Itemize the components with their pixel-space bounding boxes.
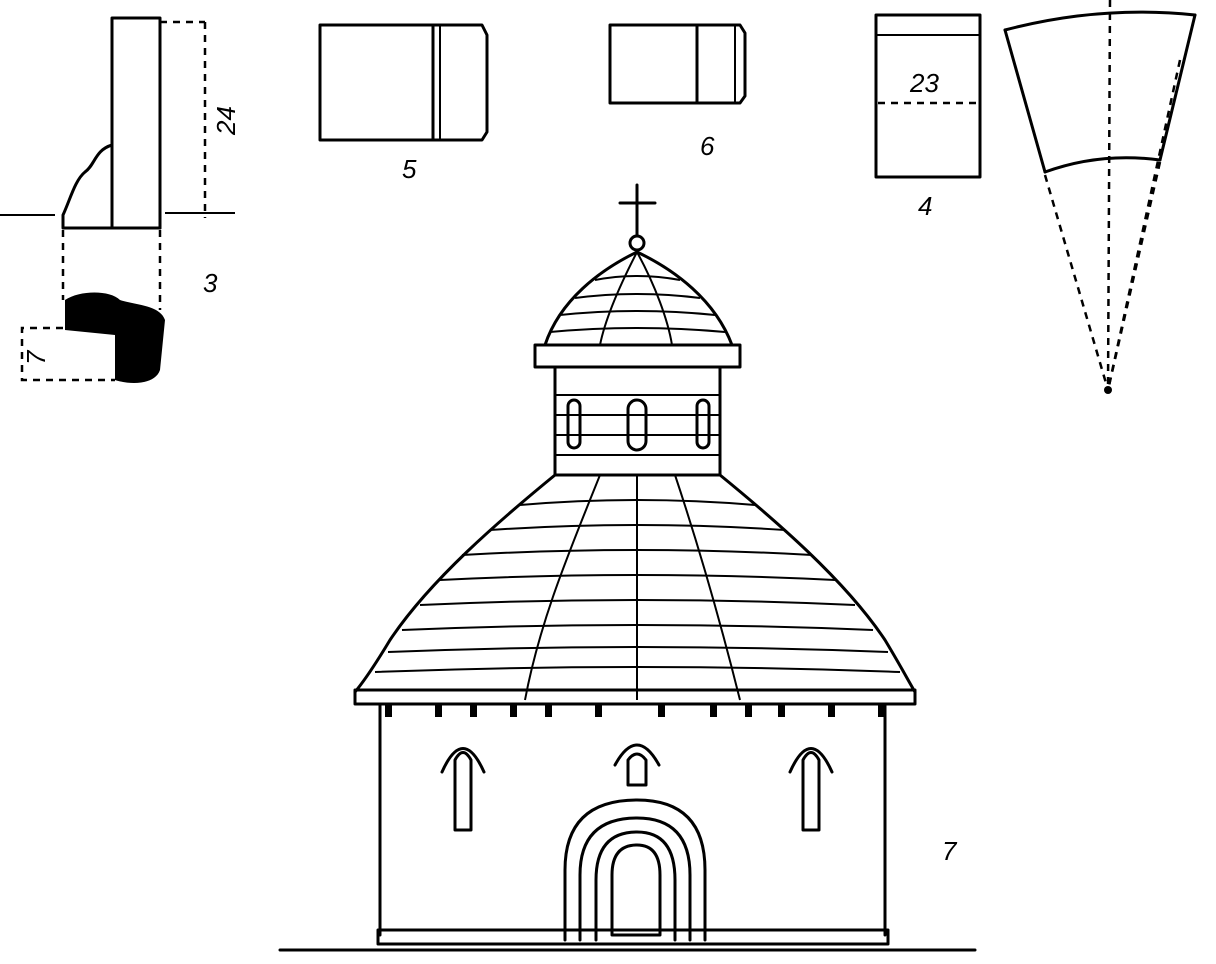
dimension-24: 24: [211, 106, 241, 136]
figure-7-church-elevation: 7: [278, 183, 977, 952]
figure-5-block: 5: [318, 23, 489, 184]
figure-3-log-profile: 24 7 3: [0, 16, 241, 383]
figure-label-6: 6: [700, 131, 715, 161]
figure-label-3: 3: [203, 268, 218, 298]
figure-label-5: 5: [402, 154, 417, 184]
figure-4-block: 23 4: [874, 13, 982, 221]
sector-diagram: [1003, 0, 1197, 394]
figure-label-7: 7: [942, 836, 958, 866]
dimension-23: 23: [909, 68, 939, 98]
church-portal: [563, 798, 707, 942]
dimension-7: 7: [21, 349, 51, 365]
church-windows: [440, 743, 834, 832]
figure-6-block: 6: [608, 23, 747, 161]
figure-label-4: 4: [918, 191, 932, 221]
